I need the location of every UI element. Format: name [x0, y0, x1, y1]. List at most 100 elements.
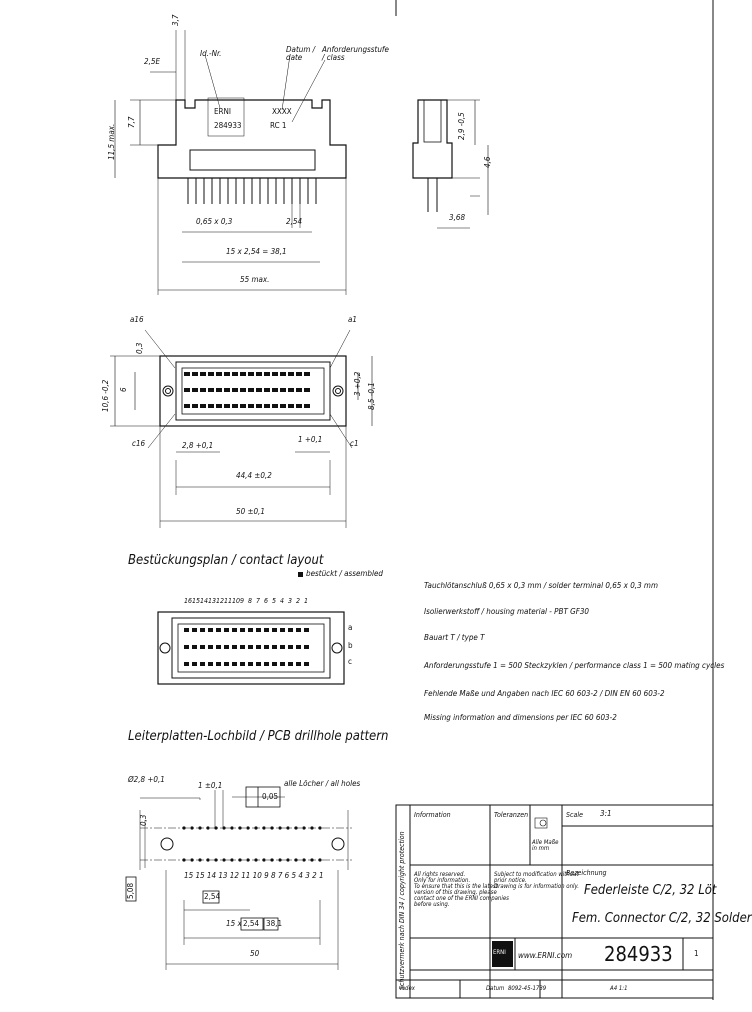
spec-missing-de: Fehlende Maße und Angaben nach IEC 60 60…	[424, 689, 665, 698]
dim-3-7: 3,7	[171, 14, 180, 26]
pcb-numbers: 15 15 14 13 12 11 10 9 8 7 6 5 4 3 2 1	[184, 871, 324, 880]
label-c1: c1	[350, 439, 359, 448]
side-dim-2-9: 2,9 -0,5	[457, 112, 466, 140]
contact-number: 13	[208, 597, 217, 605]
rights-line: All rights reserved.	[414, 871, 466, 878]
front-dim-50: 50 ±0,1	[236, 507, 265, 516]
format-label: A4 1:1	[610, 985, 628, 992]
pcb-holes-note: alle Löcher / all holes	[284, 779, 361, 788]
title-de: Federleiste C/2, 32 Löt	[584, 883, 717, 898]
contact-number: 4	[280, 597, 285, 605]
contact-number: 12	[216, 597, 225, 605]
pcb-span-b: 38,1	[266, 919, 283, 928]
rev-label: Index	[400, 985, 415, 992]
label-c16: c16	[132, 439, 146, 448]
pcb-dim-50: 50	[250, 949, 260, 958]
spec-class: Anforderungsstufe 1 = 500 Steckzyklen / …	[424, 661, 725, 670]
side-view	[412, 99, 489, 229]
front-dim-1: 1 +0,1	[298, 435, 323, 444]
top-view-housing	[157, 99, 347, 179]
row-b: b	[348, 641, 353, 650]
top-view-body	[189, 149, 316, 171]
callout-id: Id.-Nr.	[200, 49, 222, 58]
contact-number: 1	[304, 597, 309, 605]
contact-number: 15	[192, 597, 201, 605]
pcb-dim-2-54: 2,54	[204, 892, 221, 901]
marking-part: 284933	[214, 121, 242, 130]
front-dim-10-6: 10,6 -0,2	[101, 379, 110, 412]
subject-text: Subject to modification without prior no…	[494, 871, 579, 890]
contact-number: 3	[288, 597, 293, 605]
spec-missing-en: Missing information and dimensions per I…	[424, 713, 617, 722]
scale-value: 3:1	[600, 809, 612, 818]
rights-line: before using.	[414, 901, 450, 908]
pcb-pattern	[125, 786, 352, 970]
front-dim-0-3: 0,3	[135, 342, 144, 354]
dim-span: 15 x 2,54 = 38,1	[226, 247, 287, 256]
technical-drawing	[110, 0, 714, 1000]
top-view	[114, 30, 347, 295]
marking-class: RC 1	[270, 121, 287, 130]
pcb-span-a: 2,54	[243, 919, 260, 928]
erni-logo: ERNI	[493, 949, 506, 956]
front-dim-44-4: 44,4 ±0,2	[236, 471, 272, 480]
contact-number: 5	[272, 597, 277, 605]
contact-layout-legend: bestückt / assembled	[306, 569, 383, 578]
callout-class: Anforderungsstufe / class	[322, 45, 389, 62]
spec-terminal: Tauchlötanschluß 0,65 x 0,3 mm / solder …	[424, 581, 658, 590]
pcb-tolerance: 0,05	[262, 792, 279, 801]
top-view-pins	[187, 178, 317, 204]
contact-number: 14	[200, 597, 209, 605]
spec-type: Bauart T / type T	[424, 633, 485, 642]
front-view-contacts	[184, 372, 310, 408]
drawn-label: Datum	[486, 985, 505, 992]
pcb-title: Leiterplatten-Lochbild / PCB drillhole p…	[128, 729, 389, 744]
row-c: c	[348, 657, 352, 666]
subject-line: Drawing is for information only.	[494, 883, 579, 890]
contact-number: 10	[232, 597, 241, 605]
side-dim-4-6: 4,6	[483, 156, 492, 168]
title-en: Fem. Connector C/2, 32 Solder	[572, 911, 752, 926]
contact-number: 8	[248, 597, 253, 605]
dim-pin-size: 0,65 x 0,3	[196, 217, 233, 226]
marking-brand: ERNI	[214, 107, 232, 116]
dim-7-7: 7,7	[127, 116, 136, 128]
contact-number: 11	[224, 597, 233, 605]
subject-line: prior notice.	[494, 877, 527, 884]
title-block-frame	[395, 804, 714, 999]
front-dim-8-5: 8,5 -0,1	[367, 382, 376, 410]
front-dim-6: 6	[119, 387, 128, 392]
contact-number: 6	[264, 597, 269, 605]
part-number: 284933	[604, 942, 673, 966]
subject-line: Subject to modification without	[494, 871, 579, 878]
rights-line: Only for information.	[414, 877, 471, 884]
label-a1: a1	[348, 315, 357, 324]
dim-2-5e: 2,5E	[144, 57, 160, 66]
front-view-outer	[159, 355, 347, 427]
desc-label: Bezeichnung	[566, 869, 607, 877]
pcb-span-prefix: 15 x	[226, 919, 242, 928]
info-label: Information	[414, 811, 451, 819]
front-dim-2-8: 2,8 +0,1	[182, 441, 214, 450]
callout-date: Datum / date	[286, 45, 316, 62]
rights-line: To ensure that this is the latest	[414, 883, 498, 890]
pcb-dim-1: 1 ±0,1	[198, 781, 223, 790]
rights-line: version of this drawing, please	[414, 889, 497, 896]
rights-line: contact one of the ERNI companies	[414, 895, 509, 902]
dim-width: 55 max.	[240, 275, 270, 284]
erni-web: www.ERNI.com	[518, 951, 573, 960]
front-view	[110, 329, 373, 528]
scale-label: Scale	[566, 811, 583, 819]
row-a: a	[348, 623, 353, 632]
rights-text: All rights reserved. Only for informatio…	[414, 871, 509, 908]
contact-number: 2	[296, 597, 301, 605]
pcb-dim-0-3: 0,3	[139, 814, 148, 826]
marking-date: XXXX	[272, 107, 292, 116]
contact-layout-title: Bestückungsplan / contact layout	[128, 553, 324, 568]
tolerance-label: Toleranzen	[494, 811, 529, 819]
dim-11-5-max: 11,5 max.	[107, 123, 116, 160]
contact-number: 16	[184, 597, 193, 605]
side-view-housing	[412, 99, 453, 179]
dim-pitch: 2,54	[286, 217, 303, 226]
contact-layout	[157, 572, 345, 685]
